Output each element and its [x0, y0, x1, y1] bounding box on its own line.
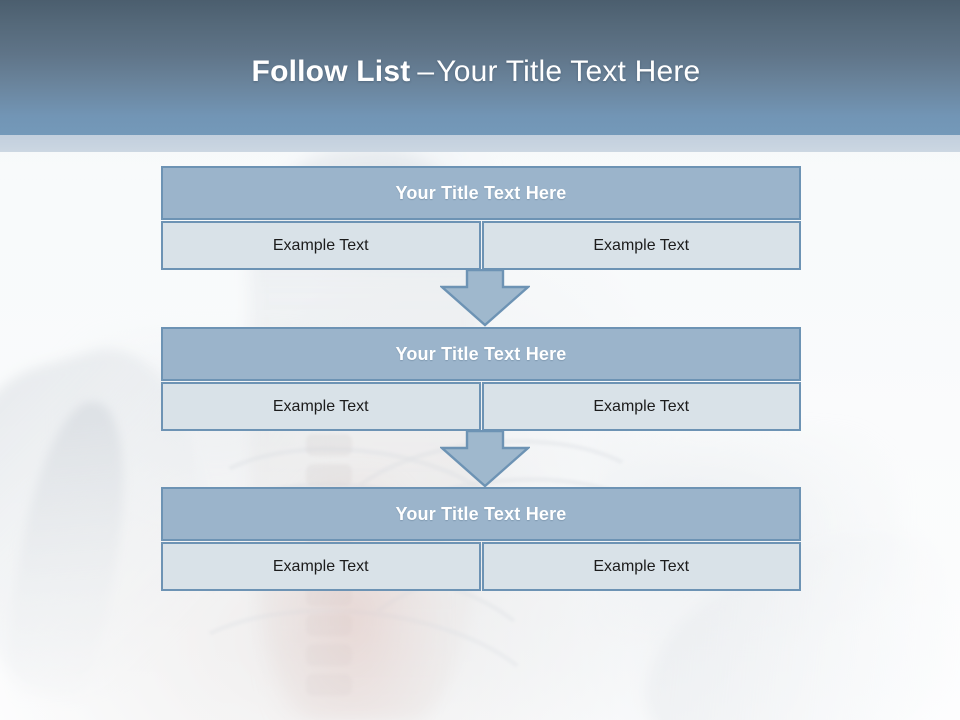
down-arrow-icon-2 — [440, 430, 530, 488]
page-title: Follow List–Your Title Text Here — [0, 52, 960, 92]
page-title-separator: – — [417, 55, 435, 88]
group-2-cell-right[interactable]: Example Text — [481, 382, 801, 431]
group-1-cells: Example Text Example Text — [161, 221, 801, 270]
page-title-bold: Follow List — [251, 55, 411, 88]
page-title-rest: Your Title Text Here — [436, 55, 701, 88]
group-3-cells: Example Text Example Text — [161, 542, 801, 591]
header-divider-band — [0, 135, 960, 152]
follow-list-group-1[interactable]: Your Title Text Here Example Text Exampl… — [161, 166, 801, 270]
group-1-cell-left[interactable]: Example Text — [161, 221, 481, 270]
group-2-cell-left[interactable]: Example Text — [161, 382, 481, 431]
down-arrow-icon-1 — [440, 269, 530, 327]
group-1-title: Your Title Text Here — [161, 166, 801, 220]
follow-list-group-2[interactable]: Your Title Text Here Example Text Exampl… — [161, 327, 801, 431]
follow-list-group-3[interactable]: Your Title Text Here Example Text Exampl… — [161, 487, 801, 591]
group-2-cells: Example Text Example Text — [161, 382, 801, 431]
group-3-cell-left[interactable]: Example Text — [161, 542, 481, 591]
slide-header: Follow List–Your Title Text Here — [0, 0, 960, 135]
group-3-title: Your Title Text Here — [161, 487, 801, 541]
group-2-title: Your Title Text Here — [161, 327, 801, 381]
group-3-cell-right[interactable]: Example Text — [481, 542, 801, 591]
group-1-cell-right[interactable]: Example Text — [481, 221, 801, 270]
